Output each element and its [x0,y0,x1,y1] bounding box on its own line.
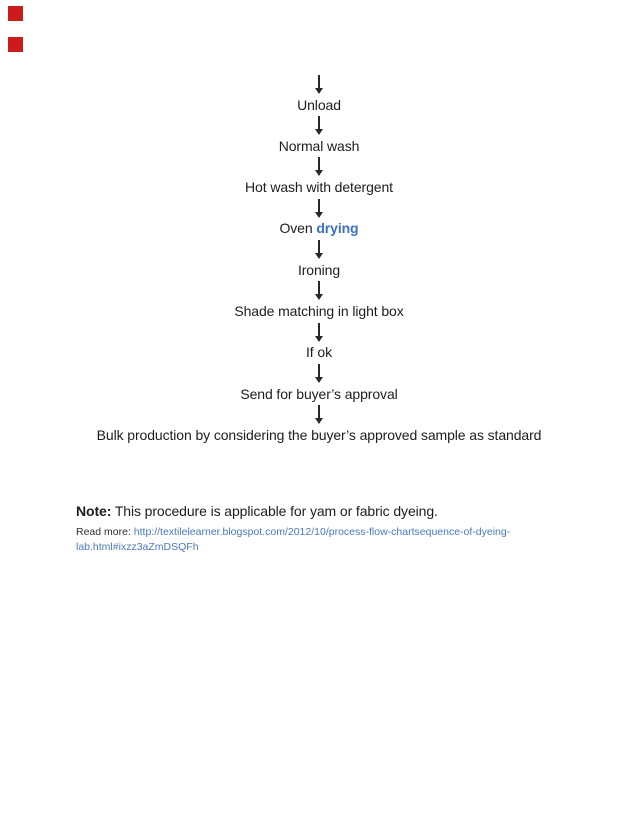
flow-step-shade-matching: Shade matching in light box [234,303,404,320]
down-arrow-icon [315,239,324,259]
note-label: Note: [76,503,112,519]
down-arrow-icon [0,198,638,219]
note-text: This procedure is applicable for yam or … [111,503,438,519]
down-arrow-icon [315,157,324,177]
down-arrow-icon [315,281,324,301]
read-more-label: Read more: [76,525,134,538]
down-arrow-icon [0,404,638,425]
flow-step-normal-wash: Normal wash [278,137,360,154]
flow-step-bulk-production: Bulk production by considering the buyer… [96,426,542,443]
down-arrow-icon [315,198,324,218]
flow-step-oven-drying: Oven drying [0,218,638,239]
flow-step-if-ok: If ok [306,344,332,361]
dyeing-process-flowchart: Unload Normal wash Hot wash with deterge… [0,74,638,446]
down-arrow-icon [0,239,638,260]
drying-link[interactable]: drying [316,220,359,237]
down-arrow-icon [0,157,638,178]
flow-step-unload: Unload [297,96,341,113]
down-arrow-icon [315,405,324,425]
flow-step-ironing: Ironing [297,261,341,278]
red-square-marker-icon [8,37,23,52]
read-more-url-line1[interactable]: http://textilelearner.blogspot.com/2012/… [133,525,511,538]
read-more-block: Read more: http://textilelearner.blogspo… [76,525,510,556]
down-arrow-icon [315,322,324,342]
down-arrow-icon [0,74,638,95]
red-square-marker-icon [8,6,23,21]
down-arrow-icon [315,116,324,136]
flow-step-oven-prefix: Oven [279,220,317,237]
flow-step-hot-wash: Hot wash with detergent [245,179,393,196]
down-arrow-icon [0,280,638,301]
down-arrow-icon [0,115,638,136]
down-arrow-icon [315,74,324,94]
down-arrow-icon [315,363,324,383]
down-arrow-icon [0,363,638,384]
flow-step-buyer-approval: Send for buyer’s approval [240,385,398,402]
down-arrow-icon [0,322,638,343]
read-more-url-line2[interactable]: lab.html#ixzz3aZmDSQFh [76,541,199,553]
note-line: Note: This procedure is applicable for y… [76,502,438,520]
